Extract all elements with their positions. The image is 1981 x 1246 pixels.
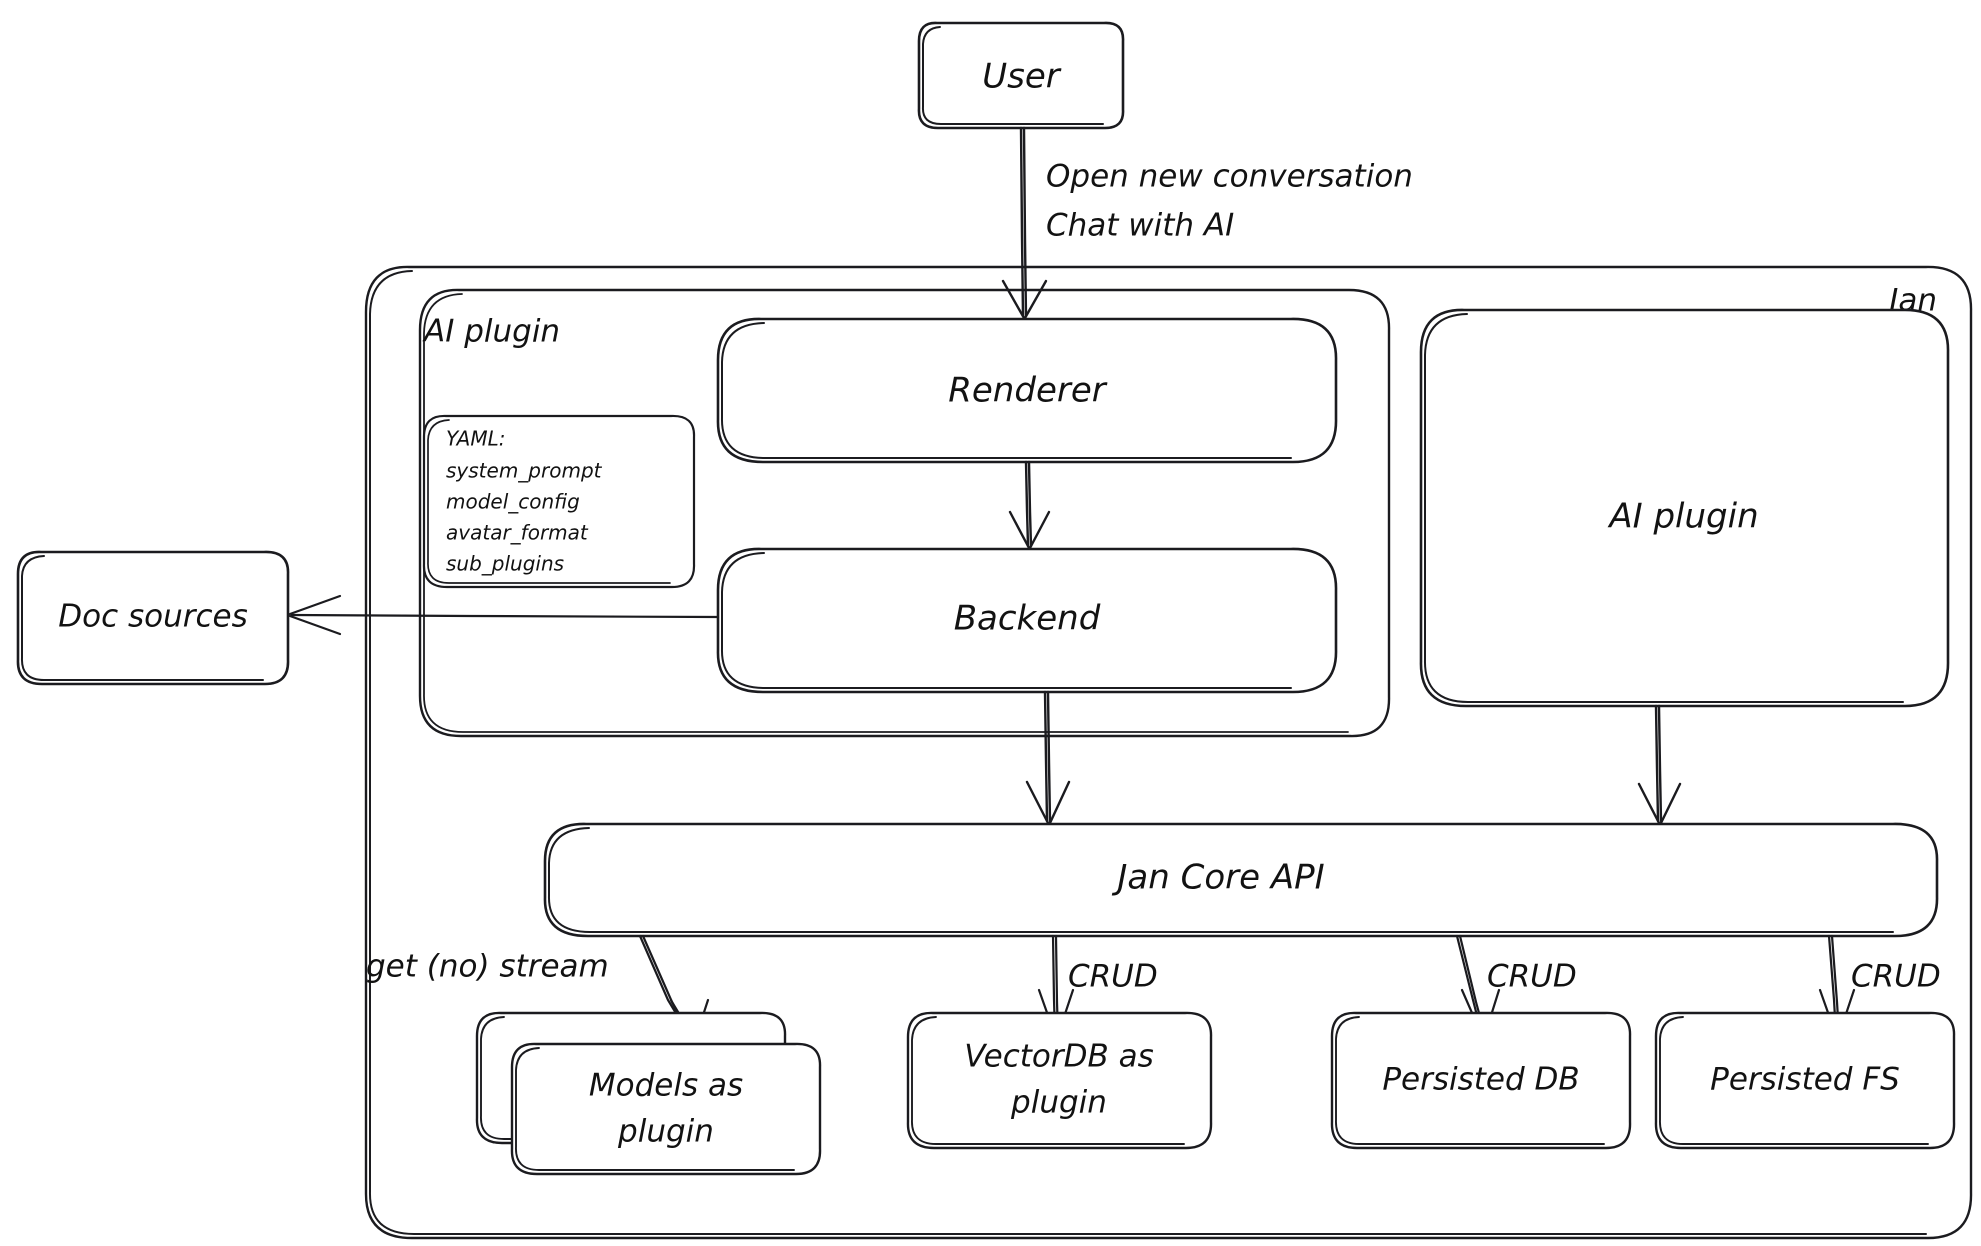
node-label-models-as-plugin-line2: plugin: [617, 1114, 714, 1150]
node-user[interactable]: User: [917, 21, 1125, 130]
edge-label-crud-persisted-db: CRUD: [1487, 959, 1577, 995]
edge-label-get-no-stream: get (no) stream: [366, 949, 609, 985]
yaml-title: YAML:: [446, 427, 505, 451]
node-label-vectordb-as-plugin-line1: VectorDB as: [964, 1039, 1154, 1075]
edge-renderer-to-backend: [1008, 460, 1051, 550]
node-jan-core-api[interactable]: Jan Core API: [543, 822, 1939, 938]
node-label-persisted-fs: Persisted FS: [1710, 1062, 1900, 1098]
node-label-jan-core-api: Jan Core API: [1111, 858, 1324, 898]
node-label-doc-sources: Doc sources: [58, 599, 248, 635]
edge-user-to-renderer: Open new conversation Chat with AI: [1001, 126, 1413, 320]
node-label-backend: Backend: [954, 599, 1101, 639]
edge-backend-to-doc-sources: [288, 594, 720, 636]
edge-label-crud-persisted-fs: CRUD: [1851, 959, 1941, 995]
edge-core-api-to-vectordb: CRUD: [1037, 934, 1158, 1040]
node-vectordb-as-plugin[interactable]: VectorDB as plugin: [906, 1011, 1213, 1150]
edge-label-crud-vectordb: CRUD: [1068, 959, 1158, 995]
yaml-key-avatar-format: avatar_format: [446, 521, 589, 545]
node-ai-plugin-right[interactable]: AI plugin: [1419, 308, 1950, 708]
edge-label-open-conversation-line1: Open new conversation: [1046, 159, 1413, 195]
node-models-as-plugin[interactable]: Models as plugin: [475, 1011, 822, 1176]
node-label-user: User: [982, 57, 1062, 97]
yaml-key-system-prompt: system_prompt: [446, 459, 603, 483]
node-doc-sources[interactable]: Doc sources: [16, 550, 290, 686]
yaml-key-sub-plugins: sub_plugins: [446, 552, 564, 576]
node-label-persisted-db: Persisted DB: [1382, 1062, 1579, 1098]
node-persisted-fs[interactable]: Persisted FS: [1654, 1011, 1956, 1150]
node-label-models-as-plugin-line1: Models as: [589, 1068, 743, 1104]
node-persisted-db[interactable]: Persisted DB: [1330, 1011, 1632, 1150]
node-label-ai-plugin-right: AI plugin: [1607, 497, 1758, 537]
edge-ai-plugin-to-core-api: [1637, 704, 1682, 825]
edge-label-open-conversation-line2: Chat with AI: [1046, 208, 1234, 244]
yaml-config-card: YAML: system_prompt model_config avatar_…: [422, 414, 696, 589]
node-renderer[interactable]: Renderer: [716, 317, 1338, 464]
node-label-renderer: Renderer: [948, 371, 1107, 411]
node-backend[interactable]: Backend: [716, 547, 1338, 694]
group-label-ai-plugin: AI plugin: [422, 314, 560, 350]
yaml-key-model-config: model_config: [446, 490, 580, 514]
node-label-vectordb-as-plugin-line2: plugin: [1010, 1085, 1107, 1121]
edge-backend-to-core-api: [1025, 690, 1071, 825]
